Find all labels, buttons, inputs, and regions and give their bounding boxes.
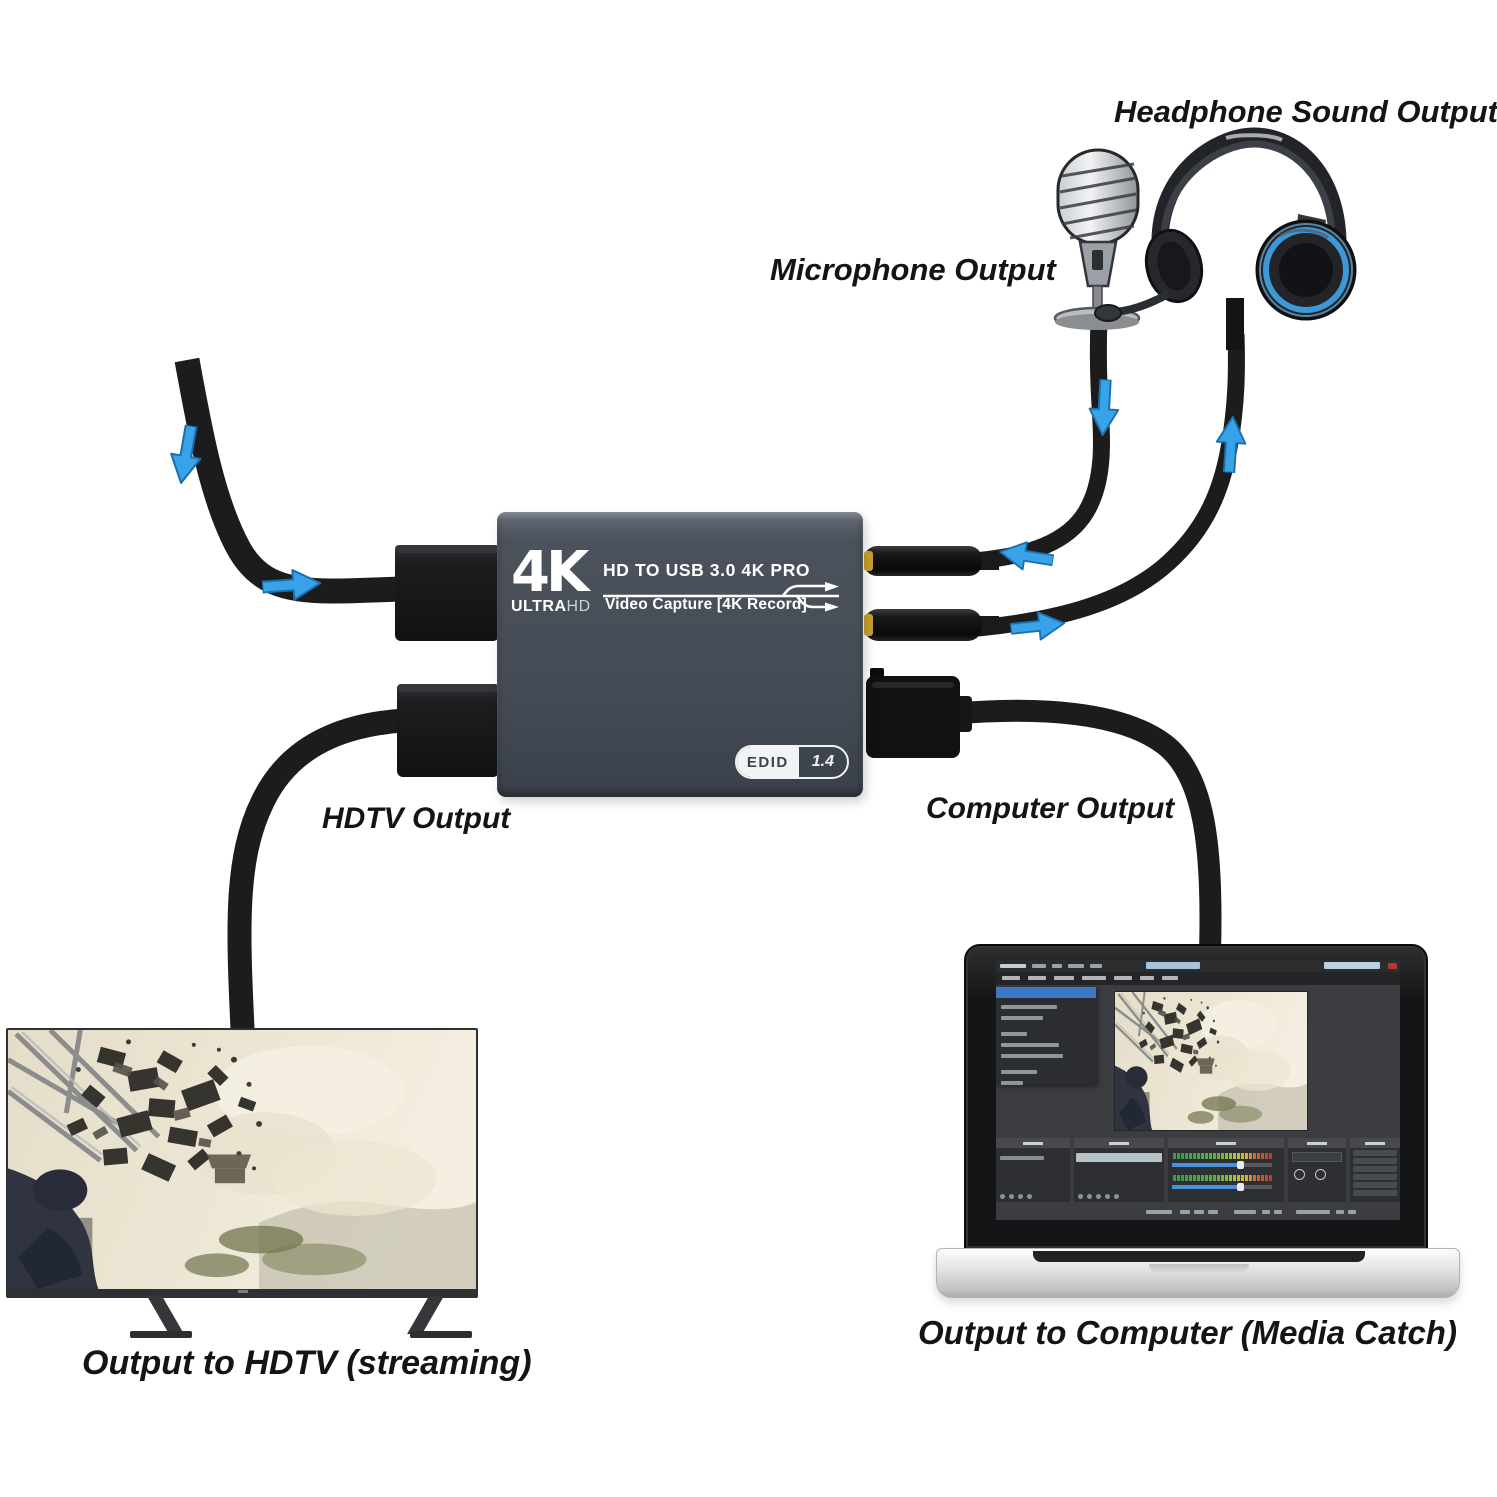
output-to-hdtv-caption: Output to HDTV (streaming): [82, 1344, 532, 1382]
volume-slider[interactable]: [1172, 1183, 1272, 1191]
logo-hd-text: HD: [566, 598, 591, 615]
tv-brand-mark: [238, 1290, 248, 1293]
control-button[interactable]: [1353, 1182, 1397, 1188]
tv-foot-right: [407, 1296, 444, 1334]
microphone-output-label: Microphone Output: [770, 252, 1056, 287]
dropdown-menu[interactable]: [996, 987, 1096, 1085]
hdtv: [6, 1028, 478, 1348]
laptop: [936, 944, 1460, 1306]
transition-select[interactable]: [1292, 1152, 1342, 1162]
dock-panels: [996, 1138, 1400, 1202]
video-preview: [1114, 991, 1308, 1131]
edid-label: EDID: [736, 747, 799, 777]
capture-software-window: [996, 960, 1400, 1220]
control-button[interactable]: [1353, 1150, 1397, 1156]
4k-ultrahd-logo: 4K ULTRAHD: [511, 540, 591, 616]
transitions-panel[interactable]: [1288, 1138, 1346, 1202]
tv-bezel: [6, 1028, 478, 1298]
selected-source-row[interactable]: [1076, 1153, 1162, 1162]
menu-bar[interactable]: [996, 972, 1400, 985]
output-to-computer-caption: Output to Computer (Media Catch): [918, 1314, 1457, 1351]
scenes-panel[interactable]: [996, 1138, 1070, 1202]
logo-4k-text: 4K: [511, 540, 589, 605]
audio-level-meter: [1172, 1175, 1272, 1181]
logo-ultra-text: ULTRA: [511, 598, 567, 615]
volume-slider[interactable]: [1172, 1161, 1272, 1169]
laptop-keyboard-slot: [1033, 1251, 1365, 1262]
headphone-cable: [977, 333, 1245, 637]
status-bar: [996, 1210, 1400, 1216]
edid-badge: EDID 1.4: [734, 745, 849, 779]
mic-jack-plug: [864, 546, 999, 576]
add-transition-button[interactable]: [1294, 1169, 1305, 1180]
hdmi-in-plug: [395, 545, 499, 641]
laptop-lid-notch: [1149, 1264, 1249, 1273]
device-title: HD TO USB 3.0 4K PRO: [603, 560, 811, 580]
control-button[interactable]: [1353, 1174, 1397, 1180]
tv-foot-left: [147, 1296, 184, 1334]
headset-icon: [1094, 127, 1357, 350]
control-button[interactable]: [1353, 1166, 1397, 1172]
sources-panel[interactable]: [1074, 1138, 1164, 1202]
audio-level-meter: [1172, 1153, 1272, 1159]
audio-mixer-panel[interactable]: [1168, 1138, 1284, 1202]
game-source-cable: [174, 357, 401, 604]
capture-device: 4K ULTRAHD HD TO USB 3.0 4K PRO Video Ca…: [497, 512, 863, 797]
headphone-sound-output-label: Headphone Sound Output: [1114, 94, 1497, 129]
control-button[interactable]: [1353, 1190, 1397, 1196]
hdtv-cable: [227, 707, 456, 1041]
laptop-base: [936, 1248, 1460, 1298]
hdtv-output-label: HDTV Output: [322, 802, 511, 835]
edid-version: 1.4: [811, 753, 834, 770]
tv-foot-base-right: [410, 1331, 472, 1338]
split-flow-icon: [603, 582, 839, 612]
microphone-icon: [1053, 148, 1141, 330]
tv-screen-game-image: [8, 1030, 476, 1289]
window-title-bar: [996, 960, 1400, 972]
usb-plug: [866, 668, 972, 758]
control-button[interactable]: [1353, 1158, 1397, 1164]
usb-cable: [949, 699, 1222, 953]
computer-output-label: Computer Output: [926, 792, 1175, 825]
menu-highlighted-item[interactable]: [996, 987, 1096, 998]
hdmi-out-plug: [397, 684, 499, 777]
tv-foot-base-left: [130, 1331, 192, 1338]
device-top-edge: [497, 512, 863, 521]
laptop-screen: [964, 944, 1428, 1250]
device-subtitle: Video Capture [4K Record]: [605, 596, 807, 613]
controls-panel[interactable]: [1350, 1138, 1400, 1202]
workspace: [996, 985, 1400, 1137]
remove-transition-button[interactable]: [1315, 1169, 1327, 1180]
microphone-cable: [974, 319, 1110, 570]
headphone-jack-plug: [864, 609, 999, 641]
close-icon: [1388, 963, 1397, 969]
